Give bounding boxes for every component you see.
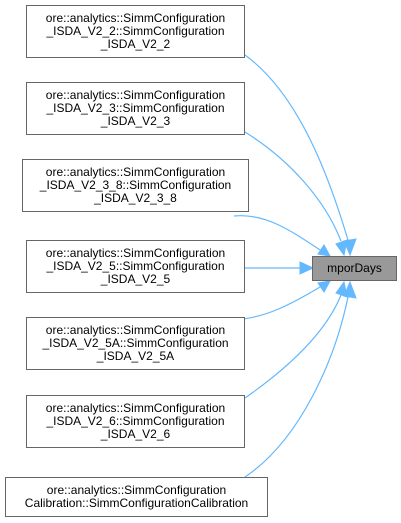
node-label-line: _ISDA_V2_3::SimmConfiguration — [46, 101, 225, 115]
node-label-line: ore::analytics::SimmConfiguration — [45, 401, 226, 415]
edge-arrowhead — [335, 239, 348, 257]
caller-node-simm-v2-5a[interactable]: ore::analytics::SimmConfiguration _ISDA_… — [26, 317, 245, 370]
node-label-line: _ISDA_V2_3_8::SimmConfiguration — [39, 178, 232, 192]
node-label-line: _ISDA_V2_5A::SimmConfiguration — [42, 336, 229, 350]
node-label-line: ore::analytics::SimmConfiguration — [45, 88, 226, 102]
node-label-line: Calibration::SimmConfigurationCalibratio… — [24, 496, 249, 510]
caller-node-simm-calibration[interactable]: ore::analytics::SimmConfiguration Calibr… — [5, 477, 268, 517]
node-label-line: _ISDA_V2_5A — [96, 349, 175, 363]
call-edge — [233, 286, 321, 321]
node-label-line: ore::analytics::SimmConfiguration — [45, 11, 226, 25]
node-label-line: ore::analytics::SimmConfiguration — [45, 165, 226, 179]
edge-arrowhead — [317, 244, 331, 257]
caller-node-simm-v2-6[interactable]: ore::analytics::SimmConfiguration _ISDA_… — [26, 395, 245, 448]
edge-arrowhead — [343, 238, 357, 257]
node-label-line: _ISDA_V2_5 — [100, 272, 171, 286]
caller-node-simm-v2-3-8[interactable]: ore::analytics::SimmConfiguration _ISDA_… — [22, 159, 249, 212]
target-node-mpordays[interactable]: mporDays — [312, 256, 397, 281]
edge-arrowhead — [335, 280, 348, 298]
node-label-line: _ISDA_V2_2::SimmConfiguration — [46, 24, 225, 38]
caller-node-simm-v2-2[interactable]: ore::analytics::SimmConfiguration _ISDA_… — [26, 5, 245, 58]
edge-arrowhead — [317, 280, 331, 293]
node-label-line: ore::analytics::SimmConfiguration — [45, 246, 226, 260]
node-label-line: ore::analytics::SimmConfiguration — [46, 483, 227, 497]
call-edge — [244, 54, 349, 241]
caller-node-simm-v2-5[interactable]: ore::analytics::SimmConfiguration _ISDA_… — [26, 240, 245, 293]
node-label-line: ore::analytics::SimmConfiguration — [45, 323, 226, 337]
caller-node-simm-v2-3[interactable]: ore::analytics::SimmConfiguration _ISDA_… — [26, 82, 245, 135]
node-label-line: _ISDA_V2_3 — [100, 114, 171, 128]
target-node-label: mporDays — [327, 261, 382, 275]
node-label-line: _ISDA_V2_5::SimmConfiguration — [46, 259, 225, 273]
node-label-line: _ISDA_V2_6::SimmConfiguration — [46, 414, 225, 428]
call-edge — [244, 296, 349, 478]
edge-arrowhead — [299, 261, 315, 275]
call-edge — [244, 131, 342, 242]
edge-arrowhead — [343, 280, 357, 299]
node-label-line: _ISDA_V2_3_8 — [94, 191, 177, 205]
node-label-line: _ISDA_V2_6 — [100, 427, 171, 441]
call-edge — [244, 294, 342, 399]
node-label-line: _ISDA_V2_2 — [100, 37, 171, 51]
call-edge — [233, 215, 321, 251]
